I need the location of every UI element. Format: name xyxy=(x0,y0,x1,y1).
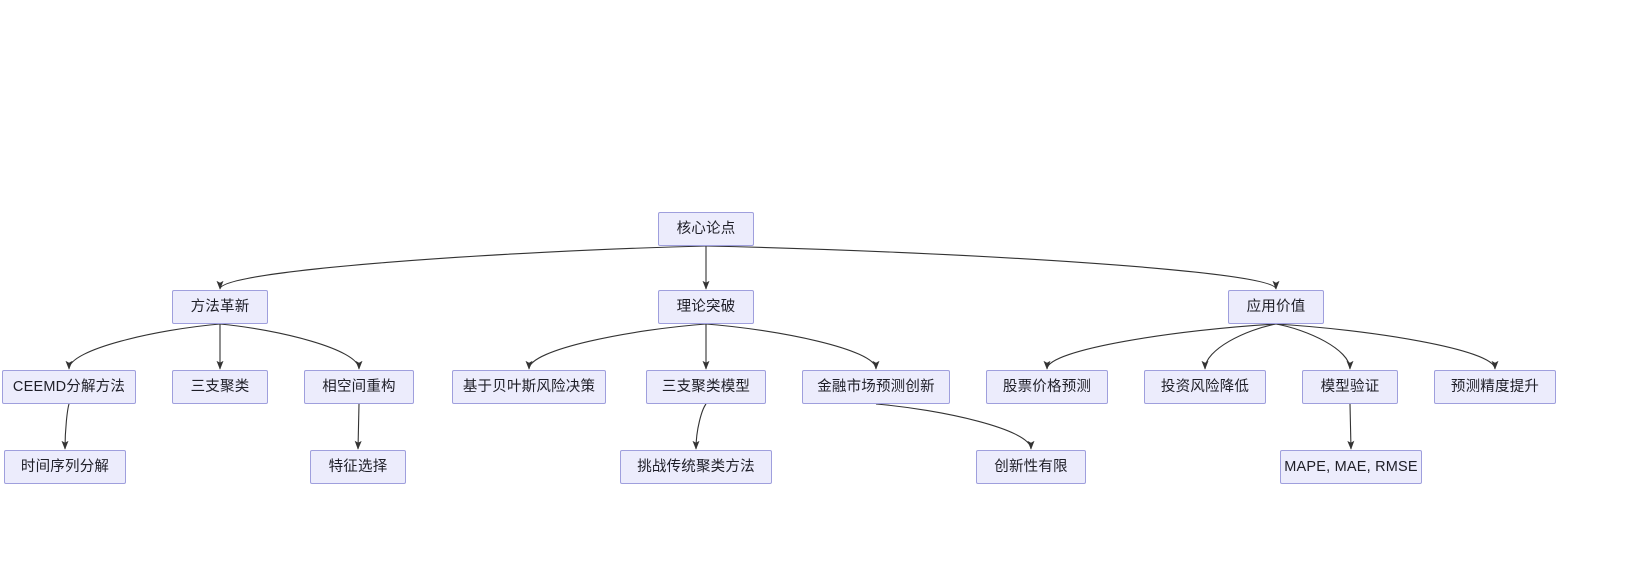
edge-theory-to-bayes xyxy=(525,323,707,370)
node-stock[interactable]: 股票价格预测 xyxy=(986,370,1108,404)
edge-phase-to-feature xyxy=(354,403,362,450)
edge-application-to-accuracy xyxy=(1275,323,1499,370)
edge-application-to-validate xyxy=(1275,323,1354,370)
node-label: 创新性有限 xyxy=(994,458,1068,475)
node-accuracy[interactable]: 预测精度提升 xyxy=(1434,370,1556,404)
node-twcmodel[interactable]: 三支聚类模型 xyxy=(646,370,766,404)
node-feature[interactable]: 特征选择 xyxy=(310,450,406,484)
node-core[interactable]: 核心论点 xyxy=(658,212,754,246)
node-limited[interactable]: 创新性有限 xyxy=(976,450,1086,484)
node-validate[interactable]: 模型验证 xyxy=(1302,370,1398,404)
node-bayes[interactable]: 基于贝叶斯风险决策 xyxy=(452,370,606,404)
node-label: 相空间重构 xyxy=(322,378,396,395)
edge-method-to-ceemd xyxy=(65,323,221,370)
node-label: CEEMD分解方法 xyxy=(12,378,126,395)
edge-application-to-stock xyxy=(1043,323,1277,370)
node-ceemd[interactable]: CEEMD分解方法 xyxy=(2,370,136,404)
node-label: 核心论点 xyxy=(676,220,736,237)
node-label: 股票价格预测 xyxy=(1002,378,1092,395)
node-label: 三支聚类模型 xyxy=(661,378,751,395)
node-threeway[interactable]: 三支聚类 xyxy=(172,370,268,404)
node-metrics[interactable]: MAPE, MAE, RMSE xyxy=(1280,450,1422,484)
node-phase[interactable]: 相空间重构 xyxy=(304,370,414,404)
node-label: MAPE, MAE, RMSE xyxy=(1284,458,1418,475)
node-label: 预测精度提升 xyxy=(1450,378,1540,395)
node-label: 三支聚类 xyxy=(190,378,250,395)
edge-application-to-risk xyxy=(1201,323,1277,370)
node-finance[interactable]: 金融市场预测创新 xyxy=(802,370,950,404)
node-label: 基于贝叶斯风险决策 xyxy=(462,378,596,395)
node-label: 挑战传统聚类方法 xyxy=(637,458,755,475)
edge-finance-to-limited xyxy=(875,403,1035,450)
edge-twcmodel-to-challenge xyxy=(692,403,707,450)
node-label: 金融市场预测创新 xyxy=(817,378,935,395)
edge-ceemd-to-tsdecomp xyxy=(61,403,70,450)
node-label: 特征选择 xyxy=(328,458,388,475)
node-application[interactable]: 应用价值 xyxy=(1228,290,1324,324)
node-tsdecomp[interactable]: 时间序列分解 xyxy=(4,450,126,484)
node-label: 方法革新 xyxy=(190,298,250,315)
edge-validate-to-metrics xyxy=(1347,403,1355,450)
node-label: 理论突破 xyxy=(676,298,736,315)
node-label: 应用价值 xyxy=(1246,298,1306,315)
node-label: 时间序列分解 xyxy=(20,458,110,475)
node-challenge[interactable]: 挑战传统聚类方法 xyxy=(620,450,772,484)
node-label: 模型验证 xyxy=(1320,378,1380,395)
edge-theory-to-finance xyxy=(705,323,880,370)
edge-paths xyxy=(61,245,1499,450)
node-theory[interactable]: 理论突破 xyxy=(658,290,754,324)
edge-core-to-method xyxy=(216,245,707,290)
node-method[interactable]: 方法革新 xyxy=(172,290,268,324)
edge-core-to-application xyxy=(705,245,1280,290)
edge-method-to-phase xyxy=(219,323,363,370)
node-label: 投资风险降低 xyxy=(1160,378,1250,395)
node-risk[interactable]: 投资风险降低 xyxy=(1144,370,1266,404)
